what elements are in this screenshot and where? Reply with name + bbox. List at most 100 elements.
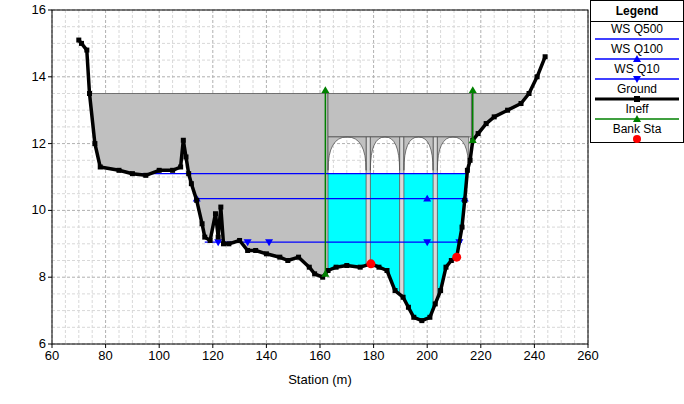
ground-marker xyxy=(519,101,524,106)
x-tick-label: 160 xyxy=(309,349,331,363)
legend-row: WS Q500 xyxy=(591,22,683,42)
grid-line xyxy=(561,10,562,344)
marker xyxy=(469,136,477,143)
legend-text: Bank Sta xyxy=(591,123,683,136)
grid-line xyxy=(186,10,187,344)
tick-mark xyxy=(212,344,213,348)
ground-marker xyxy=(130,171,135,176)
tick-mark xyxy=(588,344,589,348)
legend-title: Legend xyxy=(591,1,683,22)
grid-line xyxy=(52,76,588,77)
ground-marker xyxy=(170,168,175,173)
tick-mark xyxy=(320,344,321,348)
ground-marker xyxy=(79,41,84,46)
legend-marker xyxy=(633,135,641,143)
ground-marker xyxy=(186,171,191,176)
ineffective-line xyxy=(325,90,327,274)
ground-marker xyxy=(358,265,363,270)
grid-line xyxy=(65,10,66,344)
ground-marker xyxy=(117,168,122,173)
ground-marker xyxy=(460,225,465,230)
ground-marker xyxy=(143,173,148,178)
ground-marker xyxy=(184,154,189,159)
bank-station xyxy=(452,253,461,262)
ground-marker xyxy=(433,301,438,306)
ground-marker xyxy=(84,48,89,53)
y-tick-label: 10 xyxy=(32,203,46,217)
x-tick-label: 60 xyxy=(45,349,59,363)
grid-line xyxy=(480,10,481,344)
legend-box: LegendWS Q500 WS Q100 WS Q10GroundIneffBan… xyxy=(590,0,684,143)
legend-marker xyxy=(633,76,641,83)
ground-marker xyxy=(285,258,290,263)
ground-marker xyxy=(194,198,199,203)
legend-row: Bank Sta xyxy=(591,122,683,142)
legend-marker xyxy=(633,55,641,62)
bridge-deck xyxy=(328,94,471,137)
legend-row: Ground xyxy=(591,82,683,102)
ground-marker xyxy=(208,238,213,243)
legend-text: WS Q10 xyxy=(591,63,683,76)
legend-text: WS Q100 xyxy=(591,43,683,56)
legend-row: Ineff xyxy=(591,102,683,122)
tick-mark xyxy=(48,76,52,77)
ground-marker xyxy=(401,295,406,300)
x-tick-label: 220 xyxy=(470,349,492,363)
x-tick-label: 80 xyxy=(98,349,112,363)
legend-text: WS Q500 xyxy=(591,23,683,36)
ground-marker xyxy=(202,235,207,240)
marker xyxy=(423,195,431,202)
grid-line xyxy=(52,60,588,61)
x-tick-label: 140 xyxy=(256,349,278,363)
grid-line xyxy=(521,10,522,344)
water-fill xyxy=(328,170,467,320)
ground-marker xyxy=(411,315,416,320)
y-tick-label: 8 xyxy=(39,270,46,284)
legend-text: Ineff xyxy=(591,103,683,116)
ground-marker xyxy=(465,168,470,173)
axis-title: Station (m) xyxy=(288,373,352,387)
x-tick-label: 200 xyxy=(416,349,438,363)
ground-marker xyxy=(476,131,481,136)
tick-mark xyxy=(52,344,53,348)
ground-marker xyxy=(277,255,282,260)
road-embankment xyxy=(471,94,529,151)
ground-marker xyxy=(505,108,510,113)
ground-marker xyxy=(344,263,349,268)
marker xyxy=(469,86,477,93)
arch-spandrel xyxy=(404,137,433,170)
marker xyxy=(265,239,273,246)
tick-mark xyxy=(105,344,106,348)
ground-marker xyxy=(181,138,186,143)
legend-text: Ground xyxy=(591,83,683,96)
y-tick-label: 14 xyxy=(32,70,46,84)
x-tick-label: 120 xyxy=(202,349,224,363)
legend-sample-line xyxy=(595,38,679,39)
ground-marker xyxy=(427,315,432,320)
tick-mark xyxy=(48,277,52,278)
ground-marker xyxy=(218,205,223,210)
ground-marker xyxy=(419,318,424,323)
bridge-pier xyxy=(433,137,437,309)
ground-line xyxy=(79,40,545,321)
ground-marker xyxy=(253,248,258,253)
ground-marker xyxy=(484,121,489,126)
legend-marker xyxy=(633,115,641,122)
ground-marker xyxy=(406,305,411,310)
ground-marker xyxy=(216,235,221,240)
tick-mark xyxy=(373,344,374,348)
ground-marker xyxy=(221,241,226,246)
marker xyxy=(214,239,222,246)
ground-marker xyxy=(543,54,548,59)
ground-marker xyxy=(245,248,250,253)
x-tick-label: 180 xyxy=(363,349,385,363)
x-tick-label: 240 xyxy=(524,349,546,363)
tick-mark xyxy=(159,344,160,348)
ground-marker xyxy=(385,268,390,273)
legend-row: WS Q100 xyxy=(591,42,683,62)
tick-mark xyxy=(427,344,428,348)
tick-mark xyxy=(48,210,52,211)
arch-spandrel xyxy=(328,137,366,170)
road-embankment xyxy=(90,94,329,278)
x-tick-label: 100 xyxy=(148,349,170,363)
